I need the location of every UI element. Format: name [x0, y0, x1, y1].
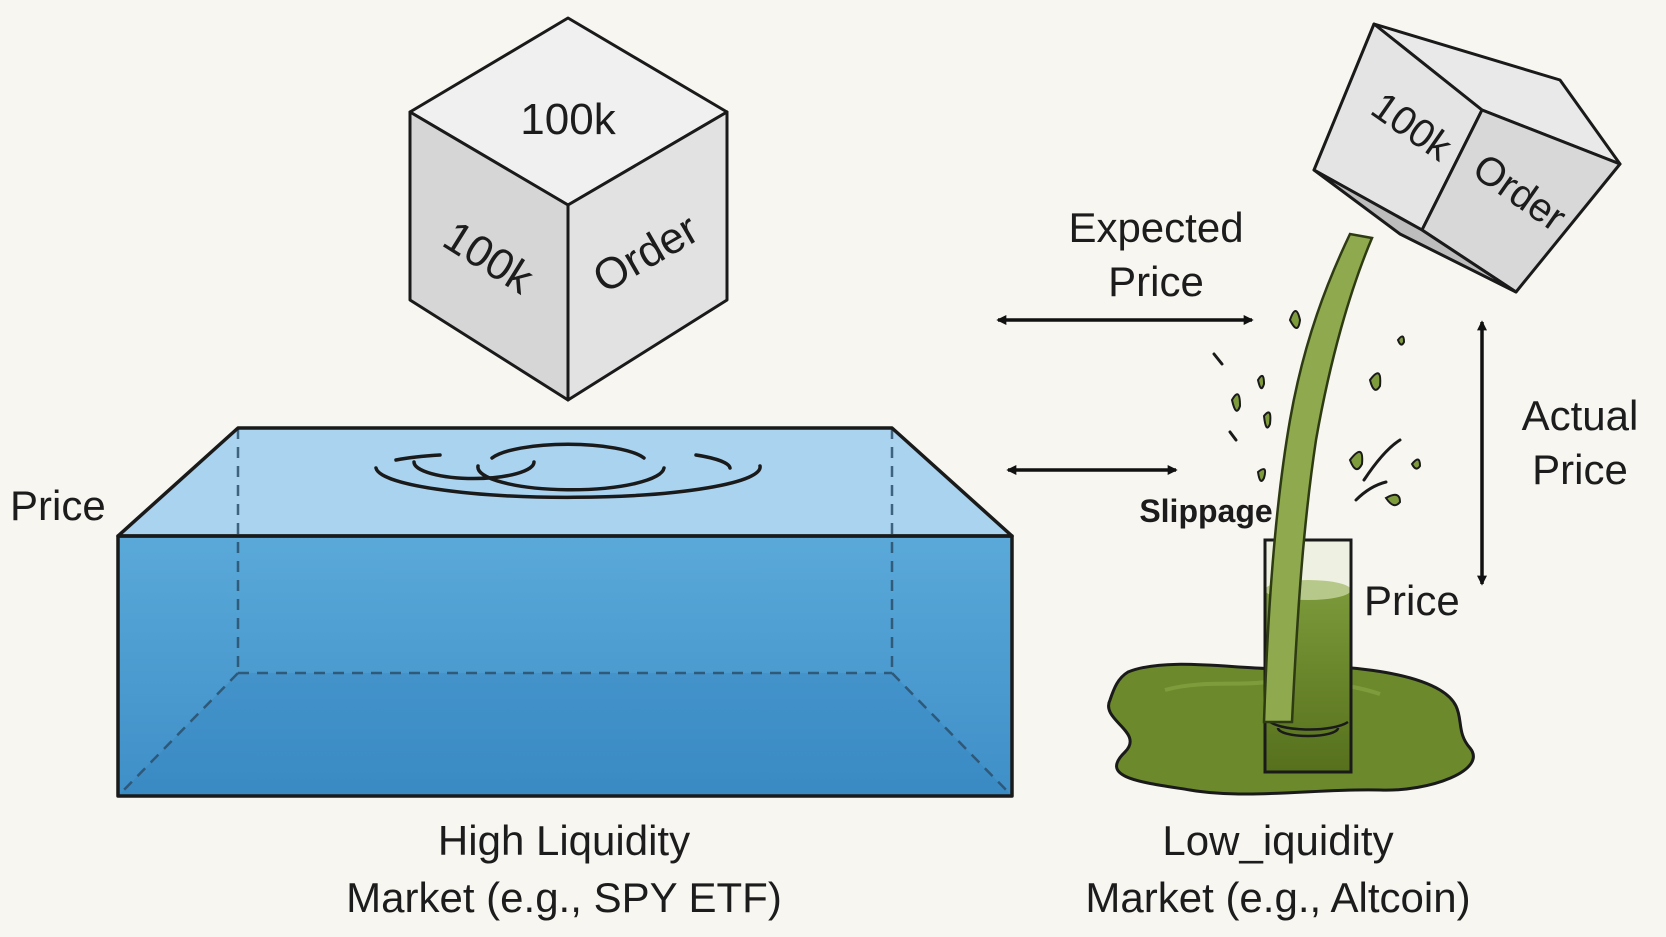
- actual-label-line1: Actual: [1522, 392, 1639, 439]
- high-caption-line1: High Liquidity: [438, 817, 690, 864]
- order-cube-icon: [408, 16, 729, 402]
- expected-label-line2: Price: [1108, 258, 1204, 305]
- low-liquidity-group: 100k Order: [996, 22, 1639, 921]
- splash-icon: [1230, 310, 1422, 507]
- high-caption-line2: Market (e.g., SPY ETF): [346, 874, 782, 921]
- water-tank: [116, 426, 1014, 798]
- high-price-label: Price: [10, 482, 106, 529]
- cube-top-label: 100k: [520, 95, 616, 144]
- ripple-icon: [374, 442, 762, 500]
- actual-label-line2: Price: [1532, 446, 1628, 493]
- expected-label-line1: Expected: [1068, 204, 1243, 251]
- low-caption-line2: Market (e.g., Altcoin): [1085, 874, 1470, 921]
- low-price-label: Price: [1364, 577, 1460, 624]
- high-liquidity-group: 100k 100k Order: [10, 16, 1014, 921]
- slippage-label: Slippage: [1139, 493, 1272, 529]
- tilted-order-cube-icon: [1312, 22, 1622, 294]
- pour-stream: [1262, 232, 1374, 724]
- low-caption-line1: Low_iquidity: [1162, 817, 1393, 864]
